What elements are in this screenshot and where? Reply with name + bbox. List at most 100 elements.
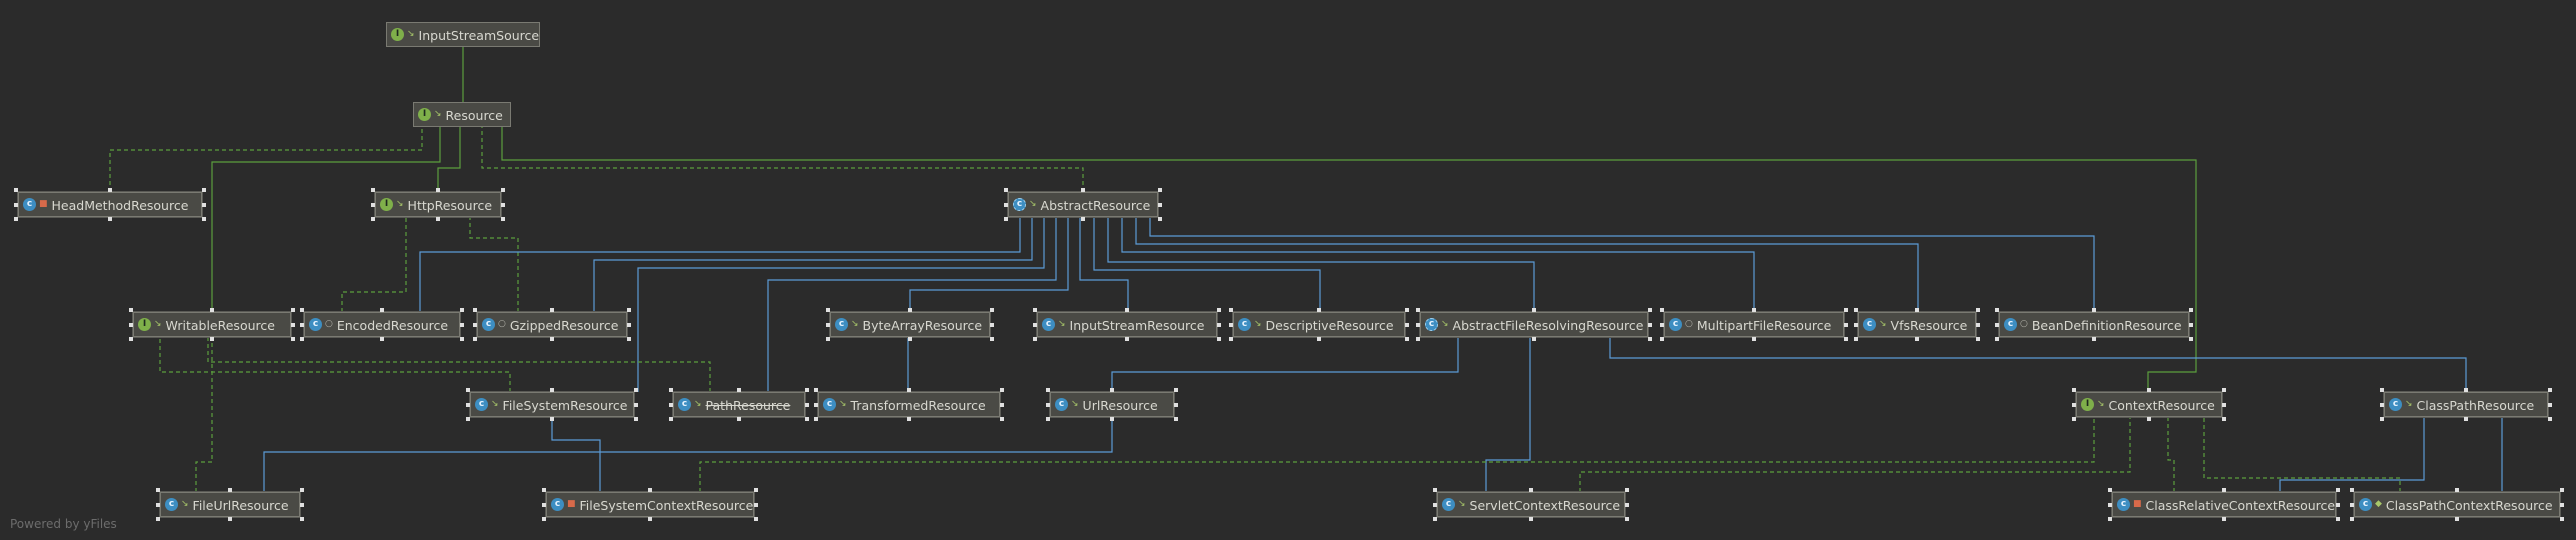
selection-handle[interactable] bbox=[2222, 402, 2226, 407]
selection-handle[interactable] bbox=[2222, 388, 2226, 392]
selection-handle[interactable] bbox=[129, 308, 133, 312]
selection-handle[interactable] bbox=[1844, 308, 1848, 312]
selection-handle[interactable] bbox=[1433, 502, 1437, 507]
node-bean-definition-resource[interactable]: c○BeanDefinitionResource bbox=[1998, 311, 2190, 338]
selection-handle[interactable] bbox=[371, 202, 375, 207]
edge-http-resource-to-resource[interactable] bbox=[437, 117, 466, 192]
selection-handle[interactable] bbox=[156, 502, 160, 507]
selection-handle[interactable] bbox=[990, 337, 994, 341]
selection-handle[interactable] bbox=[291, 337, 295, 341]
selection-handle[interactable] bbox=[990, 308, 994, 312]
selection-handle[interactable] bbox=[2072, 417, 2076, 421]
edge-class-relative-context-resource-to-context-resource[interactable] bbox=[2162, 407, 2175, 492]
selection-handle[interactable] bbox=[2222, 517, 2226, 521]
selection-handle[interactable] bbox=[754, 517, 758, 521]
selection-handle[interactable] bbox=[1081, 188, 1085, 192]
selection-handle[interactable] bbox=[2189, 337, 2193, 341]
node-url-resource[interactable]: c↘UrlResource bbox=[1049, 391, 1175, 418]
selection-handle[interactable] bbox=[2380, 402, 2384, 407]
selection-handle[interactable] bbox=[1976, 308, 1980, 312]
edge-bean-definition-resource-to-abstract-resource[interactable] bbox=[1144, 207, 2095, 312]
selection-handle[interactable] bbox=[1995, 337, 1999, 341]
selection-handle[interactable] bbox=[1405, 322, 1409, 327]
selection-handle[interactable] bbox=[1004, 217, 1008, 221]
node-multipart-file-resource[interactable]: c○MultipartFileResource bbox=[1663, 311, 1845, 338]
selection-handle[interactable] bbox=[2455, 517, 2459, 521]
selection-handle[interactable] bbox=[754, 488, 758, 492]
selection-handle[interactable] bbox=[1046, 402, 1050, 407]
selection-handle[interactable] bbox=[550, 388, 554, 392]
node-class-path-context-resource[interactable]: c◆ClassPathContextResource bbox=[2353, 491, 2561, 518]
selection-handle[interactable] bbox=[669, 402, 673, 407]
edge-file-url-resource-to-writable-resource[interactable] bbox=[195, 327, 218, 492]
selection-handle[interactable] bbox=[1854, 308, 1858, 312]
selection-handle[interactable] bbox=[460, 337, 464, 341]
selection-handle[interactable] bbox=[1752, 308, 1756, 312]
selection-handle[interactable] bbox=[737, 417, 741, 421]
node-abstract-file-resolving-resource[interactable]: c↘AbstractFileResolvingResource bbox=[1419, 311, 1649, 338]
selection-handle[interactable] bbox=[542, 517, 546, 521]
selection-handle[interactable] bbox=[826, 337, 830, 341]
selection-handle[interactable] bbox=[908, 308, 912, 312]
edge-byte-array-resource-to-abstract-resource[interactable] bbox=[909, 207, 1074, 312]
selection-handle[interactable] bbox=[1081, 217, 1085, 221]
selection-handle[interactable] bbox=[473, 322, 477, 327]
selection-handle[interactable] bbox=[1217, 337, 1221, 341]
selection-handle[interactable] bbox=[2336, 488, 2340, 492]
selection-handle[interactable] bbox=[129, 337, 133, 341]
selection-handle[interactable] bbox=[754, 502, 758, 507]
node-byte-array-resource[interactable]: c↘ByteArrayResource bbox=[829, 311, 991, 338]
selection-handle[interactable] bbox=[291, 322, 295, 327]
selection-handle[interactable] bbox=[627, 308, 631, 312]
edge-context-resource-to-resource[interactable] bbox=[496, 117, 2197, 392]
selection-handle[interactable] bbox=[460, 308, 464, 312]
edge-class-relative-context-resource-to-class-path-resource[interactable] bbox=[2279, 407, 2430, 492]
selection-handle[interactable] bbox=[1976, 337, 1980, 341]
selection-handle[interactable] bbox=[228, 488, 232, 492]
selection-handle[interactable] bbox=[300, 517, 304, 521]
selection-handle[interactable] bbox=[2464, 417, 2468, 421]
node-file-system-resource[interactable]: c↘FileSystemResource bbox=[469, 391, 635, 418]
selection-handle[interactable] bbox=[2189, 322, 2193, 327]
selection-handle[interactable] bbox=[1125, 337, 1129, 341]
selection-handle[interactable] bbox=[1416, 337, 1420, 341]
selection-handle[interactable] bbox=[436, 188, 440, 192]
selection-handle[interactable] bbox=[908, 337, 912, 341]
selection-handle[interactable] bbox=[156, 517, 160, 521]
selection-handle[interactable] bbox=[669, 388, 673, 392]
selection-handle[interactable] bbox=[2108, 502, 2112, 507]
node-class-relative-context-resource[interactable]: c■ClassRelativeContextResource bbox=[2111, 491, 2337, 518]
selection-handle[interactable] bbox=[1046, 417, 1050, 421]
edge-file-system-context-resource-to-file-system-resource[interactable] bbox=[546, 407, 601, 492]
edge-url-resource-to-abstract-file-resolving-resource[interactable] bbox=[1111, 327, 1464, 392]
selection-handle[interactable] bbox=[2548, 388, 2552, 392]
selection-handle[interactable] bbox=[1625, 502, 1629, 507]
selection-handle[interactable] bbox=[1158, 202, 1162, 207]
node-gzipped-resource[interactable]: c○GzippedResource bbox=[476, 311, 628, 338]
edge-servlet-context-resource-to-abstract-file-resolving-resource[interactable] bbox=[1485, 327, 1536, 492]
node-head-method-resource[interactable]: c■HeadMethodResource bbox=[17, 191, 203, 218]
selection-handle[interactable] bbox=[805, 402, 809, 407]
selection-handle[interactable] bbox=[550, 337, 554, 341]
selection-handle[interactable] bbox=[627, 322, 631, 327]
edge-class-path-resource-to-abstract-file-resolving-resource[interactable] bbox=[1604, 327, 2467, 392]
edge-writable-resource-to-resource[interactable] bbox=[211, 117, 446, 312]
selection-handle[interactable] bbox=[14, 202, 18, 207]
selection-handle[interactable] bbox=[380, 337, 384, 341]
node-descriptive-resource[interactable]: c↘DescriptiveResource bbox=[1232, 311, 1406, 338]
selection-handle[interactable] bbox=[2108, 488, 2112, 492]
selection-handle[interactable] bbox=[300, 337, 304, 341]
selection-handle[interactable] bbox=[1416, 322, 1420, 327]
selection-handle[interactable] bbox=[1033, 322, 1037, 327]
edge-input-stream-resource-to-abstract-resource[interactable] bbox=[1074, 207, 1129, 312]
selection-handle[interactable] bbox=[371, 188, 375, 192]
selection-handle[interactable] bbox=[1174, 417, 1178, 421]
selection-handle[interactable] bbox=[1317, 337, 1321, 341]
selection-handle[interactable] bbox=[14, 217, 18, 221]
selection-handle[interactable] bbox=[1529, 517, 1533, 521]
selection-handle[interactable] bbox=[1915, 308, 1919, 312]
selection-handle[interactable] bbox=[1976, 322, 1980, 327]
selection-handle[interactable] bbox=[1000, 402, 1004, 407]
selection-handle[interactable] bbox=[550, 308, 554, 312]
selection-handle[interactable] bbox=[460, 322, 464, 327]
